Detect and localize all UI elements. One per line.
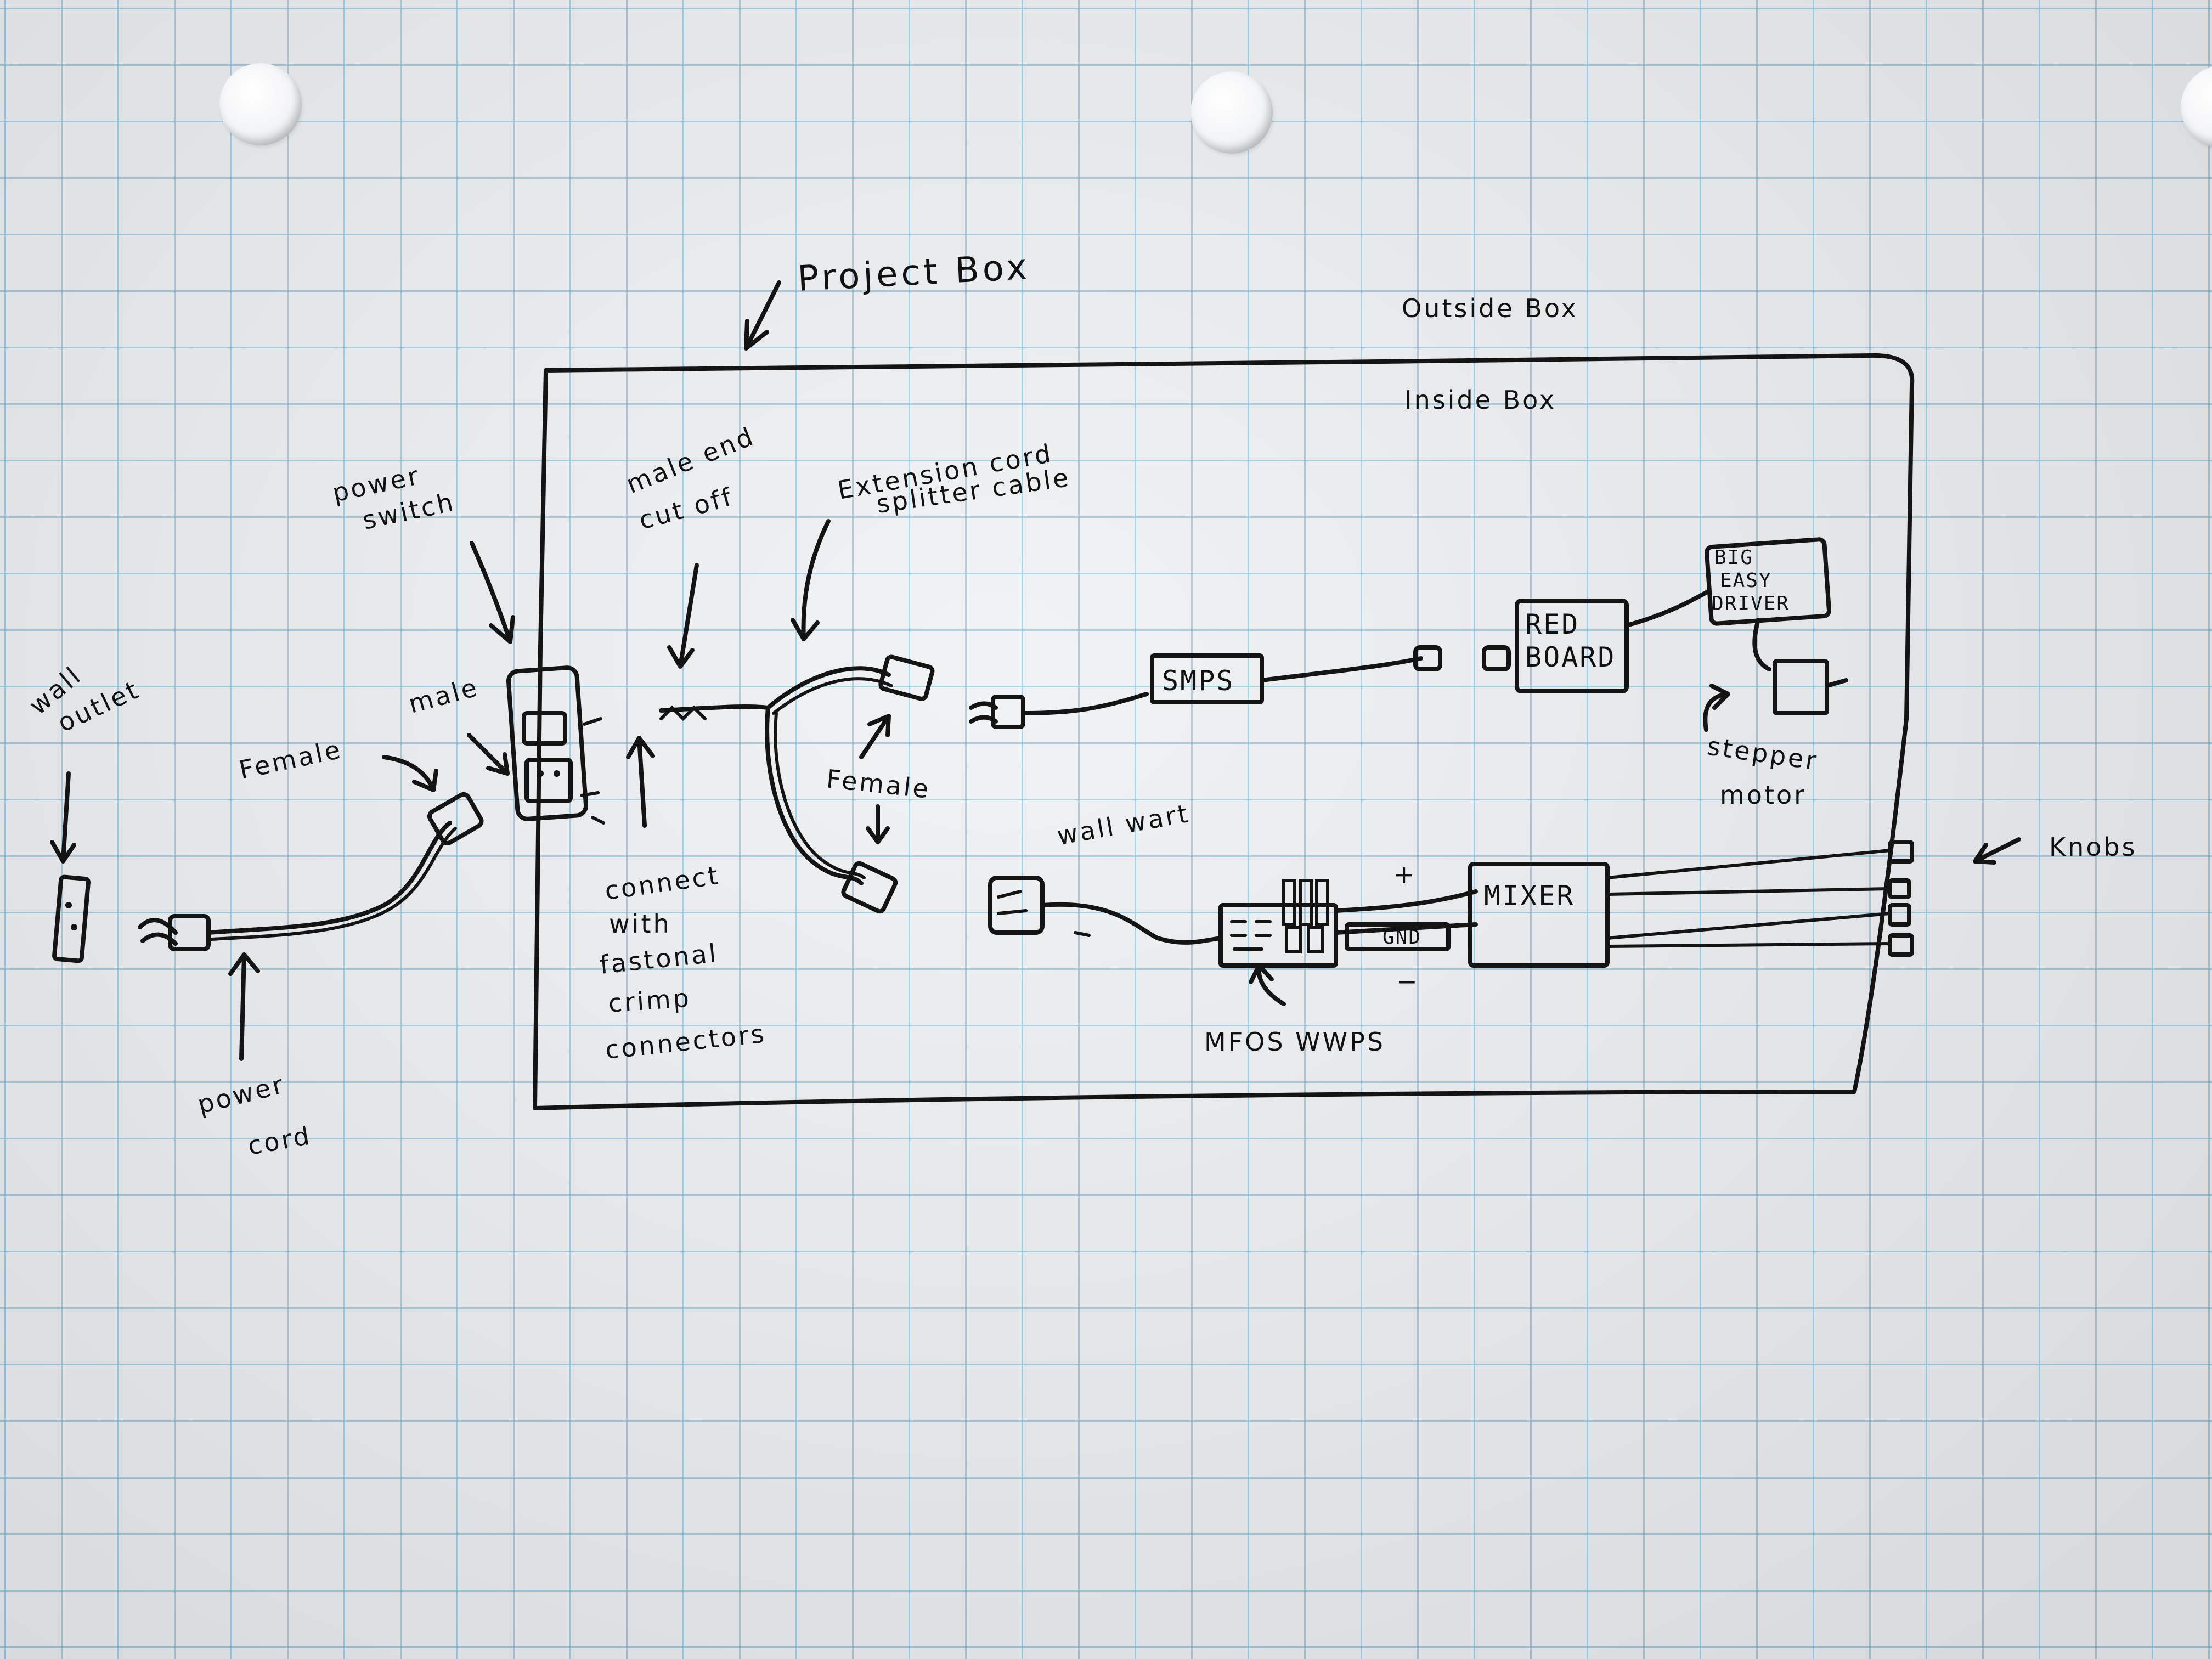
wall-outlet-icon xyxy=(52,874,91,963)
power-cord-arrow xyxy=(228,952,260,1061)
binder-hole-left xyxy=(219,63,302,145)
big-easy-label-2: EASY xyxy=(1720,569,1772,592)
knobs-label: Knobs xyxy=(2049,832,2137,862)
power-cord xyxy=(138,792,484,951)
inside-box-label: Inside Box xyxy=(1404,385,1556,415)
knob-wires xyxy=(1606,840,1914,957)
female-splitter-arrow-down xyxy=(866,804,890,844)
female-left-arrow xyxy=(382,755,438,792)
male-switch-label: male xyxy=(405,672,482,719)
big-easy-label-1: BIG xyxy=(1714,546,1753,569)
connect-label-4: crimp xyxy=(607,983,692,1018)
power-switch-arrow xyxy=(470,541,515,644)
mfos-label: MFOS WWPS xyxy=(1204,1027,1385,1057)
knobs-arrow xyxy=(1973,837,2021,865)
male-end-arrow xyxy=(667,563,699,669)
mixer-label: MIXER xyxy=(1484,880,1575,912)
female-left-label: Female xyxy=(236,734,345,785)
big-easy-driver xyxy=(1705,537,1831,626)
connect-label-3: fastonal xyxy=(599,938,720,980)
power-cord-label-1: power xyxy=(195,1069,288,1120)
minus-label: − xyxy=(1396,967,1420,996)
connect-label-2: with xyxy=(609,909,672,939)
mfos-wwps-board xyxy=(1218,879,1478,968)
connect-label-5: connectors xyxy=(604,1018,768,1064)
wall-wart xyxy=(988,876,1223,945)
project-box-outline xyxy=(533,353,1915,1110)
wall-wart-label: wall wart xyxy=(1055,798,1192,851)
big-easy-label-3: DRIVER xyxy=(1712,592,1790,615)
extension-arrow xyxy=(791,519,831,641)
smps-chain xyxy=(969,645,1442,729)
stepper-motor xyxy=(1752,618,1848,715)
gnd-label: GND xyxy=(1383,926,1421,949)
male-end-label-1: male end xyxy=(622,421,759,499)
stepper-label-2: motor xyxy=(1720,780,1807,810)
mixer xyxy=(1468,862,1610,968)
stepper-label-1: stepper xyxy=(1705,731,1820,776)
mfos-arrow xyxy=(1249,963,1286,1006)
connect-label-1: connect xyxy=(603,860,722,906)
red-board-label-2: BOARD xyxy=(1525,641,1616,673)
splitter-cable xyxy=(659,654,935,914)
female-splitter-arrow-up xyxy=(859,714,891,759)
red-board xyxy=(1482,590,1708,693)
outside-box-label: Outside Box xyxy=(1402,294,1578,323)
smps-label: SMPS xyxy=(1162,665,1234,697)
connect-arrow xyxy=(626,736,655,828)
power-cord-label-2: cord xyxy=(246,1120,314,1160)
plus-label: + xyxy=(1393,860,1417,889)
binder-hole-middle xyxy=(1190,71,1273,154)
red-board-label-1: RED xyxy=(1525,608,1579,640)
wall-outlet-arrow xyxy=(50,771,76,864)
stepper-arrow xyxy=(1703,684,1730,732)
project-box-label: Project Box xyxy=(797,247,1031,300)
project-box-arrow xyxy=(744,280,781,351)
power-switch-device xyxy=(506,665,605,825)
male-switch-arrow xyxy=(467,733,510,776)
female-splitter-label: Female xyxy=(825,764,932,804)
